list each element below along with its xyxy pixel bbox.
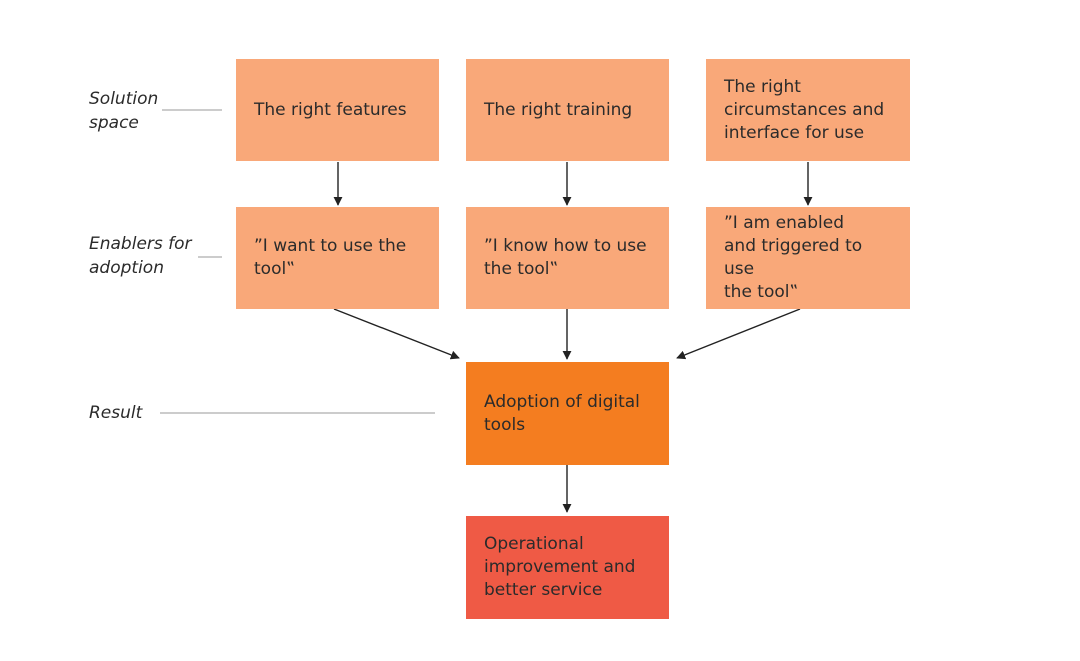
box-operational-improvement-text: Operational improvement and better servi… — [484, 534, 636, 600]
box-right-circumstances-text: The right circumstances and interface fo… — [724, 76, 885, 143]
box-adoption-digital-tools-text: Adoption of digital tools — [484, 391, 640, 435]
label-enablers-for-adoption: Enablers for adoption — [89, 234, 192, 278]
box-enabled-and-triggered: ”I am enabled and triggered to use the t… — [706, 207, 910, 309]
box-want-to-use: ”I want to use the tool‟ — [236, 207, 439, 309]
box-right-training: The right training — [466, 59, 669, 161]
box-know-how-to-use-text: ”I know how to use the tool‟ — [484, 236, 647, 279]
box-right-features-text: The right features — [254, 99, 407, 120]
arrow-enabled-to-adoption — [676, 308, 801, 360]
label-result: Result — [89, 403, 143, 423]
arrow-want-to-adoption — [333, 308, 460, 360]
box-right-circumstances: The right circumstances and interface fo… — [706, 59, 910, 161]
box-adoption-digital-tools: Adoption of digital tools — [466, 362, 669, 465]
box-right-training-text: The right training — [484, 99, 633, 120]
box-operational-improvement: Operational improvement and better servi… — [466, 516, 669, 619]
box-want-to-use-text: ”I want to use the tool‟ — [254, 236, 407, 279]
box-know-how-to-use: ”I know how to use the tool‟ — [466, 207, 669, 309]
label-solution-space: Solution space — [89, 89, 159, 133]
box-right-features: The right features — [236, 59, 439, 161]
box-enabled-and-triggered-text: ”I am enabled and triggered to use the t… — [724, 213, 863, 302]
